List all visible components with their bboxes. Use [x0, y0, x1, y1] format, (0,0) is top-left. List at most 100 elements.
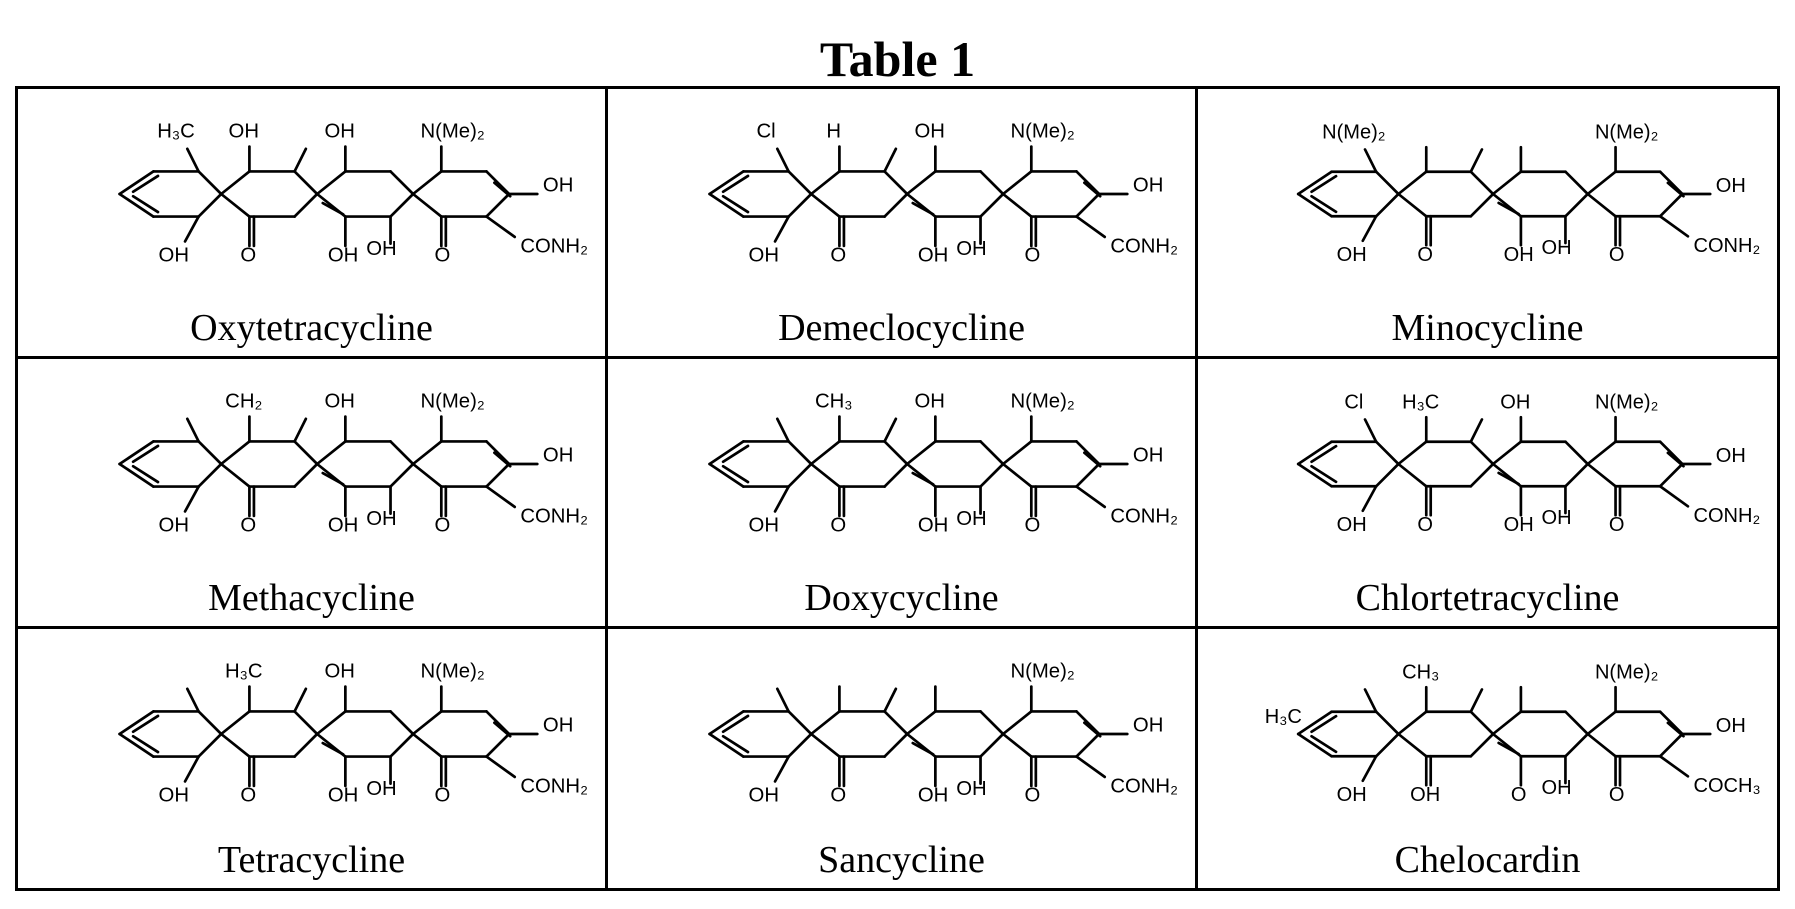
bond-line: [775, 757, 789, 782]
atom-label-bot3: OH: [918, 245, 948, 267]
compound-name: Chelocardin: [1198, 838, 1777, 882]
bond-line: [981, 441, 1004, 464]
atom-label-right2: CONH₂: [1110, 776, 1178, 798]
bond-line: [1376, 442, 1398, 464]
atom-label-bot1: OH: [159, 785, 189, 807]
bond-line: [1471, 464, 1493, 486]
atom-label-bot2: O: [830, 785, 846, 807]
atom-label-right2: CONH₂: [520, 236, 588, 258]
bond-line: [1471, 734, 1493, 756]
structure-diagram: CH₃N(Me)₂H₃COHCOCH₃OHOHOOHO: [1198, 629, 1777, 839]
atom-label-bot3: OH: [918, 515, 948, 537]
atom-label-right1: OH: [1716, 445, 1746, 467]
compound-cell-tetracycline: H₃COHN(Me)₂OHCONH₂OHOOHOHOTetracycline: [18, 629, 608, 888]
atom-label-bot5: O: [435, 785, 451, 807]
compound-name: Minocycline: [1198, 306, 1777, 350]
atom-label-bot5: O: [1025, 245, 1041, 267]
bond-line: [295, 711, 318, 734]
atom-label-bot5: O: [1609, 514, 1625, 536]
atom-label-bot4: OH: [366, 778, 396, 800]
bond-line: [885, 419, 896, 442]
atom-label-bot4: OH: [1542, 237, 1572, 259]
bond-line: [1376, 464, 1398, 486]
bond-line: [913, 203, 933, 214]
structure-diagram: ClH₃COHN(Me)₂OHCONH₂OHOOHOHO: [1198, 359, 1777, 569]
compound-cell-demeclocycline: ClHOHN(Me)₂OHCONH₂OHOOHOHODemeclocycline: [608, 89, 1198, 359]
atom-label-top4: N(Me)₂: [420, 661, 484, 683]
bond-line: [1003, 441, 1031, 464]
bond-line: [1003, 464, 1031, 487]
atom-label-top3: OH: [914, 391, 944, 413]
bond-line: [199, 171, 222, 194]
atom-label-right1: OH: [1716, 175, 1746, 197]
atom-label-top4: N(Me)₂: [1010, 391, 1074, 413]
compound-cell-methacycline: CH₂OHN(Me)₂OHCONH₂OHOOHOHOMethacycline: [18, 359, 608, 629]
structure-diagram: H₃COHN(Me)₂OHCONH₂OHOOHOHO: [18, 629, 605, 839]
bond-line: [187, 689, 198, 712]
bond-line: [199, 464, 222, 487]
bond-line: [885, 171, 908, 194]
atom-label-top2: H: [826, 121, 841, 143]
bond-line: [1471, 419, 1482, 441]
bond-line: [1660, 486, 1688, 506]
bond-line: [323, 473, 343, 484]
bond-line: [413, 171, 441, 194]
bond-line: [811, 734, 839, 757]
bond-line: [789, 464, 812, 487]
atom-label-right2: CONH₂: [520, 506, 588, 528]
atom-label-bot5: O: [1609, 244, 1625, 266]
bond-line: [1363, 216, 1376, 240]
atom-label-top3: OH: [1500, 391, 1530, 413]
atom-label-right2: CONH₂: [1110, 506, 1178, 528]
atom-label-bot1: OH: [749, 515, 779, 537]
atom-label-bot3: OH: [1504, 514, 1534, 536]
atom-label-bot4: OH: [366, 508, 396, 530]
bond-line: [413, 194, 441, 217]
atom-label-bot5: O: [435, 245, 451, 267]
atom-label-top2: OH: [229, 121, 259, 143]
bond-line: [1565, 194, 1587, 216]
bond-line: [907, 171, 935, 194]
bond-line: [777, 419, 788, 442]
bond-line: [1376, 194, 1398, 216]
bond-line: [811, 441, 839, 464]
bond-line: [199, 441, 222, 464]
bond-line: [1499, 473, 1519, 484]
bond-line: [1660, 734, 1682, 756]
atom-label-top1: Cl: [756, 121, 775, 143]
bond-line: [1076, 194, 1099, 217]
atom-label-left1: H₃C: [1265, 706, 1302, 728]
atom-label-top4: N(Me)₂: [1010, 121, 1074, 143]
bond-line: [1565, 734, 1587, 756]
bond-line: [187, 149, 198, 172]
bond-line: [323, 203, 343, 214]
atom-label-top1: Cl: [1344, 391, 1363, 413]
bond-line: [1660, 756, 1688, 776]
bond-line: [1588, 442, 1616, 464]
bond-line: [885, 441, 908, 464]
atom-label-right1: OH: [1716, 715, 1746, 737]
atom-label-bot5: O: [435, 515, 451, 537]
bond-line: [907, 441, 935, 464]
atom-label-bot4: OH: [1542, 777, 1572, 799]
bond-line: [885, 689, 896, 712]
atom-label-top4: N(Me)₂: [420, 121, 484, 143]
bond-line: [1499, 743, 1519, 754]
bond-line: [1076, 487, 1104, 507]
bond-line: [1471, 442, 1493, 464]
atom-label-bot1: OH: [159, 245, 189, 267]
bond-line: [1471, 149, 1482, 171]
bond-line: [1398, 464, 1426, 486]
bond-line: [187, 419, 198, 442]
bond-line: [391, 441, 414, 464]
bond-line: [323, 743, 343, 754]
bond-line: [1076, 217, 1104, 237]
bond-line: [221, 194, 249, 217]
atom-label-bot2: O: [1417, 244, 1433, 266]
compound-cell-minocycline: N(Me)₂N(Me)₂OHCONH₂OHOOHOHOMinocycline: [1198, 89, 1777, 359]
bond-line: [789, 194, 812, 217]
atom-label-top1: N(Me)₂: [1322, 121, 1385, 143]
bond-line: [1660, 464, 1682, 486]
atom-label-top2: H₃C: [1402, 391, 1439, 413]
compound-cell-oxytetracycline: H₃COHOHN(Me)₂OHCONH₂OHOOHOHOOxytetracycl…: [18, 89, 608, 359]
